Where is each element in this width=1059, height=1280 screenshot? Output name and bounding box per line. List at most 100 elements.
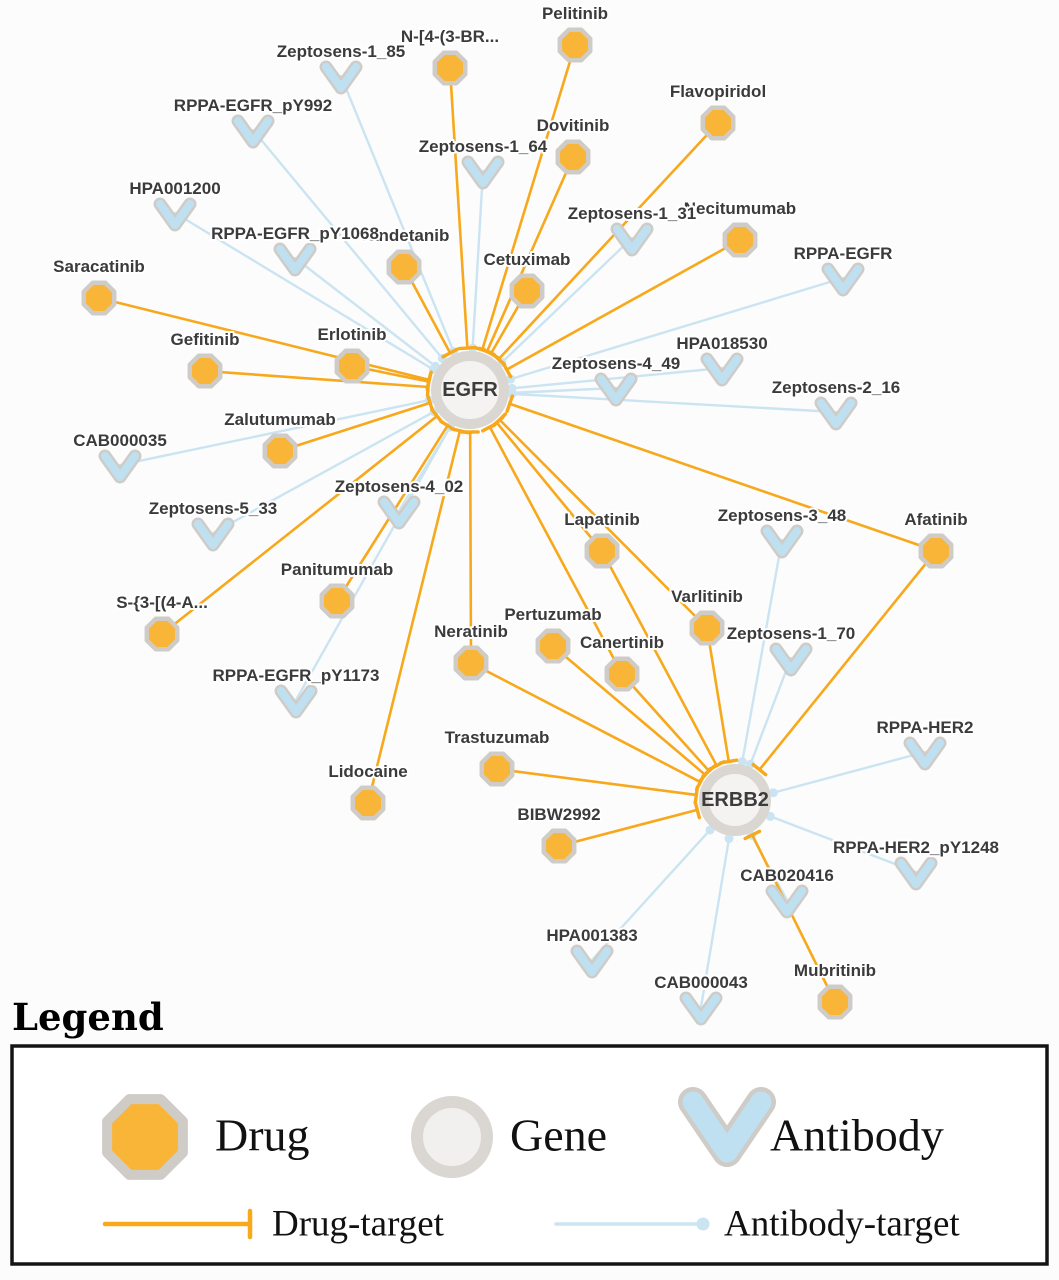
antibody-target-dot [507, 389, 517, 399]
drug-target-edge [495, 767, 698, 797]
drug-node-lidocaine[interactable] [350, 785, 386, 821]
node-label: BIBW2992 [517, 805, 600, 824]
drug-node-trastuzumab[interactable] [479, 751, 515, 787]
drug-node-pelitinib[interactable] [557, 27, 593, 63]
antibody-target-edge [749, 656, 793, 766]
node-label: Saracatinib [53, 257, 145, 276]
node-label: Canertinib [580, 633, 664, 652]
node-label: RPPA-EGFR_pY1173 [213, 666, 380, 685]
drug-node-pertuzumab[interactable] [535, 628, 571, 664]
drug-node-varlitinib[interactable] [689, 610, 725, 646]
node-label: RPPA-HER2_pY1248 [833, 838, 999, 857]
node-label: Pelitinib [542, 4, 608, 23]
antibody-target-edge [471, 169, 485, 350]
antibody-node-hpa018530[interactable] [700, 352, 744, 387]
node-label: S-{3-[(4-A... [116, 593, 208, 612]
node-label: RPPA-HER2 [877, 718, 974, 737]
node-label: Neratinib [434, 622, 508, 641]
antibody-node-zeptosens-1-70[interactable] [769, 642, 813, 677]
drug-target-edge [468, 430, 473, 665]
drug-node-necitumumab[interactable] [722, 222, 758, 258]
drug-target-tee [430, 408, 444, 425]
drug-target-edge [505, 238, 742, 371]
drug-node-bibw2992[interactable] [541, 828, 577, 864]
drug-node-panitumumab[interactable] [319, 583, 355, 619]
drug-node-canertinib[interactable] [604, 656, 640, 692]
drug-node-erlotinib[interactable] [334, 348, 370, 384]
drug-target-edge [600, 549, 718, 767]
drug-target-edge [498, 418, 709, 630]
gene-node-egfr[interactable]: EGFR [431, 351, 509, 429]
gene-label: ERBB2 [701, 789, 769, 811]
drug-node-saracatinib[interactable] [81, 280, 117, 316]
legend-drug-target-label: Drug-target [272, 1203, 445, 1244]
legend-antibody-target-label: Antibody-target [724, 1203, 960, 1244]
node-label: CAB000043 [654, 973, 748, 992]
drug-node-lapatinib[interactable] [584, 533, 620, 569]
antibody-node-cab020416[interactable] [765, 884, 809, 919]
drug-target-edge [488, 425, 624, 676]
legend: Legend Drug Gene Antibody Drug-target An… [10, 995, 1049, 1266]
node-label: Zeptosens-1_85 [277, 42, 406, 61]
node-label: Dovitinib [537, 116, 610, 135]
drug-node-neratinib[interactable] [453, 645, 489, 681]
gene-node-erbb2[interactable]: ERBB2 [699, 764, 771, 836]
antibody-target-edge [699, 837, 731, 1009]
antibody-target-dot [745, 759, 755, 769]
drug-target-edge [758, 549, 938, 771]
drug-target-tee [693, 785, 700, 805]
node-label: Vandetanib [359, 226, 450, 245]
antibody-node-zeptosens-1-85[interactable] [319, 60, 363, 95]
drug-target-tee [441, 347, 459, 359]
antibody-target-dot [506, 374, 516, 384]
antibody-node-rppa-egfr-py992[interactable] [231, 114, 275, 149]
antibody-target-edge [769, 815, 918, 874]
node-label: HPA001383 [546, 926, 637, 945]
drug-target-tee [425, 393, 435, 413]
node-label: Lidocaine [328, 762, 407, 781]
antibody-node-zeptosens-3-48[interactable] [760, 524, 804, 559]
antibody-node-zeptosens-5-33[interactable] [191, 517, 235, 552]
antibody-node-rppa-egfr-py1173[interactable] [274, 684, 318, 719]
node-label: CAB000035 [73, 431, 167, 450]
antibody-node-cab000043[interactable] [679, 991, 723, 1026]
drug-target-edge [620, 672, 711, 773]
antibody-node-hpa001383[interactable] [570, 944, 614, 979]
antibody-node-rppa-egfr-py1068[interactable] [273, 242, 317, 277]
antibody-node-hpa001200[interactable] [153, 197, 197, 232]
drug-node-cetuximab[interactable] [509, 273, 545, 309]
antibody-node-rppa-her2[interactable] [903, 736, 947, 771]
node-label: HPA001200 [129, 179, 220, 198]
antibody-node-rppa-her2-py1248[interactable] [894, 856, 938, 891]
node-label: RPPA-EGFR [794, 244, 893, 263]
antibody-node-zeptosens-1-64[interactable] [461, 155, 505, 190]
drug-node-mubritinib[interactable] [817, 984, 853, 1020]
node-layer: EGFR ERBB2 [81, 27, 954, 1026]
drug-node-dovitinib[interactable] [555, 139, 591, 175]
antibody-target-edge [118, 398, 431, 467]
antibody-node-zeptosens-4-49[interactable] [594, 372, 638, 407]
drug-target-tee [693, 800, 701, 820]
drug-node-vandetanib[interactable] [386, 249, 422, 285]
node-label: CAB020416 [740, 866, 834, 885]
drug-node-afatinib[interactable] [918, 533, 954, 569]
antibody-node-zeptosens-2-16[interactable] [814, 396, 858, 431]
drug-node-s-3-4-a[interactable] [144, 616, 180, 652]
drug-node-gefitinib[interactable] [187, 353, 223, 389]
antibody-node-zeptosens-4-02[interactable] [377, 495, 421, 530]
antibody-target-edge [294, 425, 452, 702]
drug-target-tee [450, 427, 470, 435]
drug-node-zalutumumab[interactable] [262, 433, 298, 469]
drug-target-tee [751, 762, 768, 777]
antibody-node-zeptosens-1-31[interactable] [610, 222, 654, 257]
drug-target-edge [751, 833, 837, 1004]
antibody-node-rppa-egfr[interactable] [821, 262, 865, 297]
node-label: Zeptosens-1_70 [727, 624, 856, 643]
antibody-target-edge [510, 366, 724, 390]
antibody-node-cab000035[interactable] [98, 449, 142, 484]
drug-node-n-4-3-br[interactable] [432, 50, 468, 86]
drug-target-tee [481, 421, 499, 433]
antibody-target-edge [173, 211, 435, 371]
drug-node-flavopiridol[interactable] [700, 105, 736, 141]
